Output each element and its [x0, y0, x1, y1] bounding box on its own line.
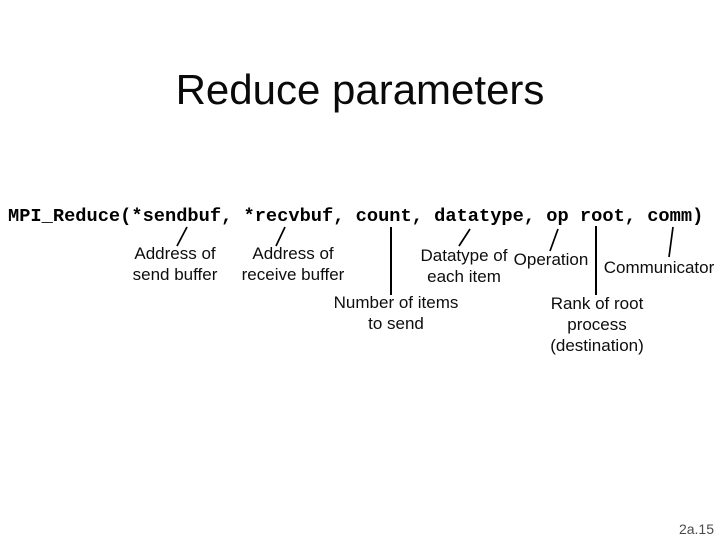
callout-line-datatype: [458, 228, 471, 247]
slide-page-number: 2a.15: [678, 521, 714, 537]
annotation-label-comm: Communicator: [603, 258, 715, 277]
annotation-label-root: Rank of root process (destination): [550, 294, 644, 355]
annotation-label-count: Number of items to send: [333, 293, 459, 333]
slide-title: Reduce parameters: [175, 66, 545, 113]
mpi-reduce-signature: MPI_Reduce(*sendbuf, *recvbuf, count, da…: [8, 205, 704, 227]
annotation-label-datatype: Datatype of each item: [420, 246, 508, 286]
annotation-label-op: Operation: [513, 250, 589, 269]
annotation-label-sendbuf: Address of send buffer: [132, 244, 218, 284]
annotation-label-recvbuf: Address of receive buffer: [241, 244, 345, 284]
callout-line-op: [549, 228, 559, 252]
callout-line-comm: [668, 226, 674, 258]
